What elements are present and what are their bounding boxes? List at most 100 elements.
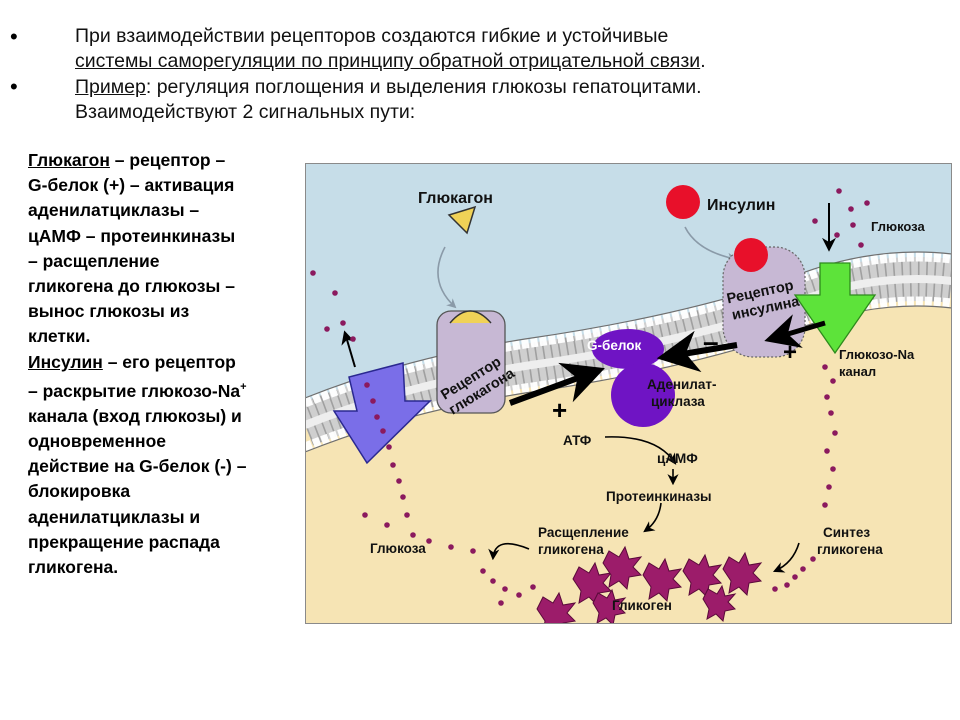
g-protein-label: G-белок: [587, 338, 641, 353]
glucose-dot: [374, 414, 380, 420]
minus-sign-inhibition: –: [703, 326, 719, 357]
insulin-molecule-icon: [666, 185, 700, 219]
adenylate-label-line: циклаза: [651, 394, 705, 409]
bullet-1: При взаимодействии рецепторов создаются …: [75, 24, 706, 74]
glucose-dot: [364, 382, 370, 388]
adenylate-label-line: Аденилат-: [647, 377, 716, 392]
breakdown-to-glucose-arrow: [488, 542, 530, 561]
glucagon-line: G-белок (+) – активация: [28, 175, 235, 196]
bullet-2: Пример: регуляция поглощения и выделения…: [75, 75, 702, 125]
glucose-dot: [822, 502, 828, 508]
glucose-dot: [400, 494, 406, 500]
glycogen-label: Гликоген: [612, 598, 672, 613]
glucose-dots: [310, 188, 870, 606]
glucagon-line: цАМФ – протеинкиназы: [28, 225, 236, 246]
superscript-plus: +: [240, 380, 247, 393]
glucose-export-arrow-icon: [332, 362, 432, 465]
glucose-dot: [384, 522, 390, 528]
adenylate-cyclase-icon: [611, 363, 675, 427]
glucose-dot: [848, 206, 854, 212]
glycogen-synthesis-label: Синтез гликогена: [817, 525, 883, 557]
glycogen-granules-icon: [536, 545, 763, 624]
glucose-dot: [498, 600, 504, 606]
channel-label: Глюкозо-Na канал: [839, 347, 918, 379]
glucose-dot: [800, 566, 806, 572]
glucagon-line: аденилатциклазы –: [28, 200, 200, 221]
glucose-dot: [530, 584, 536, 590]
glucose-dot: [850, 222, 856, 228]
glucose-top-label: Глюкоза: [871, 219, 925, 234]
glucagon-molecule-icon: [447, 205, 477, 235]
glucose-dot: [826, 484, 832, 490]
side-description: Глюкагон – рецептор – G-белок (+) – акти…: [28, 148, 303, 580]
glucose-dot: [824, 394, 830, 400]
insulin-line: прекращение распада: [28, 531, 220, 552]
glucagon-receptor-icon: [436, 310, 506, 414]
insulin-line: – его рецептор: [102, 351, 236, 372]
bullet-marker: •: [10, 24, 18, 49]
insulin-path-arrow: [684, 226, 737, 263]
glucose-dot: [828, 410, 834, 416]
glucose-dot: [448, 544, 454, 550]
glucose-dot: [502, 586, 508, 592]
glucose-dot: [470, 548, 476, 554]
glucagon-line: клетки.: [28, 326, 91, 347]
glucose-dot: [426, 538, 432, 544]
protein-kinases-label: Протеинкиназы: [606, 489, 712, 504]
kinases-to-breakdown-arrow: [643, 502, 662, 533]
glucose-dot: [836, 188, 842, 194]
glucose-dot: [830, 378, 836, 384]
glucagon-line: – рецептор –: [109, 150, 226, 170]
glucose-dot: [810, 556, 816, 562]
glycogen-breakdown-label: Расщепление гликогена: [538, 525, 633, 557]
camp-label: цАМФ: [657, 451, 698, 466]
glucagon-pathway-text: Глюкагон – рецептор – G-белок (+) – акти…: [28, 148, 303, 350]
insulin-inhibition-arrow: [656, 330, 738, 373]
insulin-line: блокировка: [28, 481, 131, 502]
glucose-dot: [332, 290, 338, 296]
glucose-dot: [792, 574, 798, 580]
insulin-line: действие на G-белок (-) –: [28, 456, 247, 477]
plus-sign-activation: +: [552, 395, 567, 425]
glucose-dot: [390, 462, 396, 468]
glucose-dot: [404, 512, 410, 518]
insulin-line: одновременное: [28, 431, 167, 452]
glucagon-label: Глюкагон: [418, 190, 493, 207]
glucose-dot: [350, 336, 356, 342]
glucose-dot: [812, 218, 818, 224]
glucose-cytoplasm-label: Глюкоза: [370, 541, 426, 556]
glucose-exit-arrow: [341, 330, 356, 368]
atp-label: АТФ: [563, 433, 592, 448]
insulin-line: гликогена.: [28, 557, 119, 578]
glucagon-line: гликогена до глюкозы –: [28, 276, 235, 297]
glucagon-line: вынос глюкозы из: [28, 301, 190, 322]
glucose-dot: [386, 444, 392, 450]
breakdown-label-line: гликогена: [538, 542, 604, 557]
glucose-dot: [832, 430, 838, 436]
glucose-dot: [834, 232, 840, 238]
example-term: Пример: [75, 76, 146, 98]
glucose-dot: [858, 242, 864, 248]
synthesis-arrow: [772, 542, 800, 573]
bullet-1-line-2: системы саморегуляции по принципу обратн…: [75, 50, 701, 72]
glucose-channel-arrow-icon: [793, 262, 877, 355]
bullet-2-line-1: : регуляция поглощения и выделения глюко…: [145, 76, 702, 98]
glucose-dot: [830, 466, 836, 472]
glucose-dot: [824, 448, 830, 454]
glucose-dot: [490, 578, 496, 584]
glucose-dot: [864, 200, 870, 206]
glucagon-line: – расщепление: [28, 250, 160, 271]
synthesis-label-line: Синтез: [823, 525, 870, 540]
g-protein-icon: [592, 329, 664, 369]
insulin-line: – раскрытие глюкозо-Na: [28, 380, 241, 401]
synthesis-label-line: гликогена: [817, 542, 883, 557]
glucagon-term: Глюкагон: [28, 150, 110, 170]
glucose-dot: [380, 428, 386, 434]
insulin-term: Инсулин: [28, 351, 103, 372]
glucose-dot: [772, 586, 778, 592]
insulin-pathway-text: Инсулин – его рецептор – раскрытие глюко…: [28, 350, 303, 581]
glucose-dot: [340, 320, 346, 326]
adenylate-cyclase-label: Аденилат- циклаза: [647, 377, 720, 409]
bullet-1-period: .: [700, 50, 706, 72]
glucose-dot: [480, 568, 486, 574]
